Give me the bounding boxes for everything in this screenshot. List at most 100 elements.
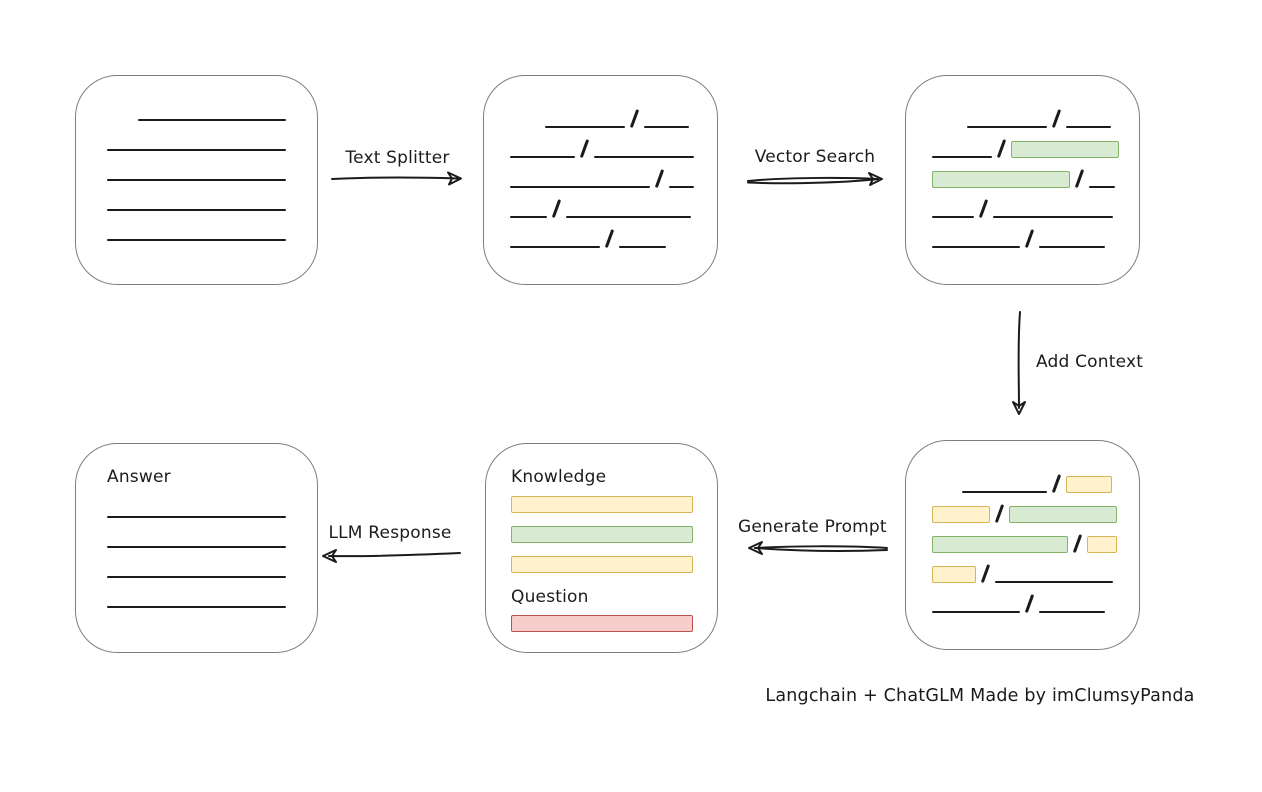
- chunk-row: [510, 139, 717, 158]
- slash-separator: [579, 139, 589, 158]
- yellow-chunk: [932, 506, 990, 523]
- chunk-row: [932, 109, 1139, 128]
- chunk-row: [932, 474, 1139, 493]
- text-line: [510, 216, 547, 218]
- generate-prompt-arrow: [748, 541, 888, 555]
- yellow-chunk: [1065, 476, 1112, 493]
- text-line: [1038, 611, 1105, 613]
- chunk-row: [932, 504, 1139, 523]
- text-splitter-arrow: [331, 171, 462, 186]
- vector-matched-rows: [932, 109, 1139, 248]
- slash-separator: [1051, 109, 1061, 128]
- text-line: [107, 516, 286, 518]
- chunk-row: [510, 169, 717, 188]
- slash-separator: [978, 199, 988, 218]
- answer-box: Answer: [75, 443, 318, 653]
- chunk-row: [511, 615, 717, 632]
- text-line: [138, 119, 286, 121]
- green-chunk: [1010, 141, 1119, 158]
- text-line: [107, 576, 286, 578]
- text-line: [967, 126, 1047, 128]
- chunk-row: [107, 225, 317, 241]
- llm-response-label: LLM Response: [328, 523, 452, 543]
- yellow-chunk: [1086, 536, 1117, 553]
- chunk-row: [932, 139, 1139, 158]
- slash-separator: [629, 109, 639, 128]
- text-line: [932, 156, 992, 158]
- chunk-row: [107, 165, 317, 181]
- add-context-label: Add Context: [1036, 352, 1144, 372]
- knowledge-bars: [511, 496, 717, 573]
- chunk-row: [511, 556, 717, 573]
- text-line: [565, 216, 691, 218]
- chunk-row: [932, 199, 1139, 218]
- context-assembled-box: [905, 440, 1140, 650]
- text-line: [932, 246, 1020, 248]
- answer-label: Answer: [107, 467, 171, 487]
- prompt-box: Knowledge Question: [485, 443, 718, 653]
- text-line: [510, 246, 600, 248]
- green-chunk: [932, 536, 1068, 553]
- text-line: [932, 216, 974, 218]
- chunk-row: [510, 109, 717, 128]
- slash-separator: [980, 564, 990, 583]
- question-bar: [511, 615, 717, 632]
- text-line: [668, 186, 694, 188]
- text-line: [107, 179, 286, 181]
- vector-search-arrow: [747, 172, 883, 186]
- chunk-row: [932, 229, 1139, 248]
- green-chunk: [1008, 506, 1117, 523]
- generate-prompt-label: Generate Prompt: [738, 517, 887, 537]
- yellow-chunk: [932, 566, 976, 583]
- llm-response-arrow: [322, 549, 461, 563]
- chunk-row: [510, 229, 717, 248]
- slash-separator: [994, 504, 1004, 523]
- chunk-row: [511, 526, 717, 543]
- chunk-row: [932, 534, 1139, 553]
- knowledge-label: Knowledge: [511, 467, 607, 487]
- text-line: [932, 611, 1020, 613]
- text-line: [510, 186, 650, 188]
- chunk-row: [511, 496, 717, 513]
- vector-search-label: Vector Search: [754, 147, 876, 167]
- document-box: [75, 75, 318, 285]
- diagram-caption: Langchain + ChatGLM Made by imClumsyPand…: [765, 686, 1195, 706]
- text-line: [1038, 246, 1105, 248]
- chunk-row: [107, 592, 317, 608]
- chunk-row: [932, 169, 1139, 188]
- slash-separator: [996, 139, 1006, 158]
- split-text-rows: [510, 109, 717, 248]
- text-line: [107, 239, 286, 241]
- slash-separator: [1072, 534, 1082, 553]
- yellow-chunk: [511, 496, 693, 513]
- context-assembled-rows: [932, 474, 1139, 613]
- chunk-row: [107, 105, 317, 121]
- red-chunk: [511, 615, 693, 632]
- document-lines: [107, 105, 317, 241]
- text-line: [962, 491, 1047, 493]
- text-line: [618, 246, 666, 248]
- slash-separator: [1051, 474, 1061, 493]
- text-line: [510, 156, 575, 158]
- slash-separator: [604, 229, 614, 248]
- chunk-row: [107, 135, 317, 151]
- text-line: [545, 126, 625, 128]
- answer-lines: [107, 502, 317, 608]
- chunk-row: [107, 502, 317, 518]
- vector-matched-box: [905, 75, 1140, 285]
- chunk-row: [107, 532, 317, 548]
- question-label: Question: [511, 587, 589, 607]
- text-line: [1065, 126, 1111, 128]
- slash-separator: [654, 169, 664, 188]
- text-line: [107, 149, 286, 151]
- green-chunk: [932, 171, 1070, 188]
- slash-separator: [1024, 229, 1034, 248]
- add-context-arrow: [1012, 311, 1026, 415]
- slash-separator: [1074, 169, 1084, 188]
- split-text-box: [483, 75, 718, 285]
- chunk-row: [510, 199, 717, 218]
- text-line: [994, 581, 1113, 583]
- yellow-chunk: [511, 556, 693, 573]
- text-line: [992, 216, 1113, 218]
